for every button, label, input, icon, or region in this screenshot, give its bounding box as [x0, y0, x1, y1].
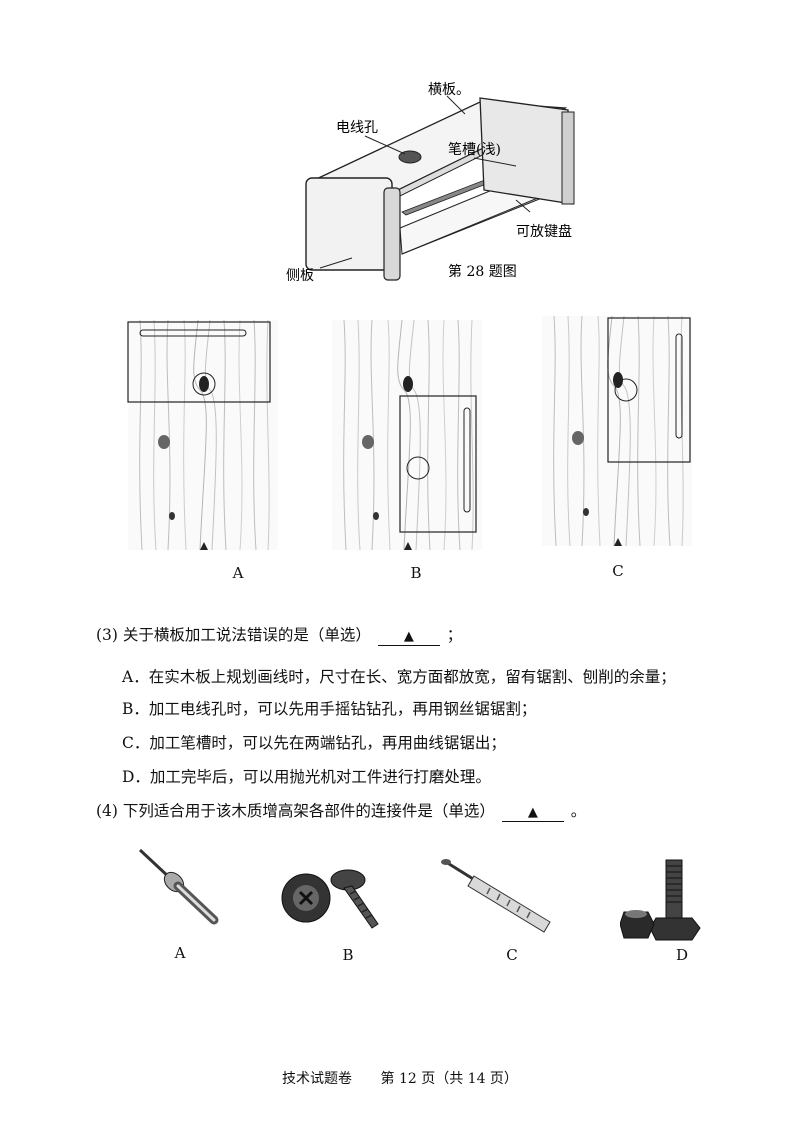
bolt-nut-image [620, 859, 701, 941]
q3-option-a: A．在实木板上规划画线时，尺寸在长、宽方面都放宽，留有锯割、刨削的余量； [122, 668, 676, 686]
wood-layout-figures [127, 315, 693, 551]
label-pen-slot: 笔槽(浅) [448, 142, 501, 158]
label-keyboard-shelf: 可放键盘 [516, 223, 572, 240]
layout-option-c: C [612, 562, 624, 580]
connector-option-c: C [506, 946, 518, 964]
q3-option-c: C．加工笔槽时，可以先在两端钻孔，再用曲线锯锯出； [122, 734, 506, 752]
screw-image [281, 869, 379, 929]
q4-answer-blank[interactable]: ▲ [501, 805, 564, 822]
riser-figure: 横板。 电线孔 笔槽(浅) 可放键盘 侧板 第 28 题图 [286, 82, 575, 284]
q3-option-b: B．加工电线孔时，可以先用手摇钻钻孔，再用钢丝锯锯割； [122, 700, 537, 718]
layout-option-b: B [410, 564, 422, 582]
label-side-board: 侧板 [286, 268, 314, 284]
question-4-stem: (4) 下列适合用于该木质增高架各部件的连接件是（单选） ▲ 。 [96, 800, 586, 822]
q3-stem-text: (3) 关于横板加工说法错误的是（单选） [96, 626, 371, 644]
footer-page-number: 第 12 页（共 14 页） [380, 1071, 518, 1087]
question-3-stem: (3) 关于横板加工说法错误的是（单选） ▲ ； [96, 624, 462, 646]
expansion-anchor-image [441, 859, 551, 933]
q4-stem-suffix: 。 [570, 802, 587, 820]
rivet-image [138, 848, 219, 925]
figure-caption: 第 28 题图 [448, 263, 517, 280]
page-footer: 技术试题卷 第 12 页（共 14 页） [0, 1068, 800, 1088]
label-crossboard: 横板。 [428, 82, 470, 98]
connector-option-b: B [342, 946, 354, 964]
footer-paper-title: 技术试题卷 [282, 1071, 353, 1087]
q3-stem-suffix: ； [446, 626, 463, 644]
q3-answer-blank[interactable]: ▲ [377, 629, 440, 646]
connector-option-d: D [675, 946, 689, 964]
layout-option-a: A [232, 564, 244, 582]
label-wire-hole: 电线孔 [336, 120, 378, 136]
connector-option-a: A [174, 944, 186, 962]
q3-option-d: D．加工完毕后，可以用抛光机对工件进行打磨处理。 [122, 768, 491, 786]
q4-stem-text: (4) 下列适合用于该木质增高架各部件的连接件是（单选） [96, 802, 495, 820]
